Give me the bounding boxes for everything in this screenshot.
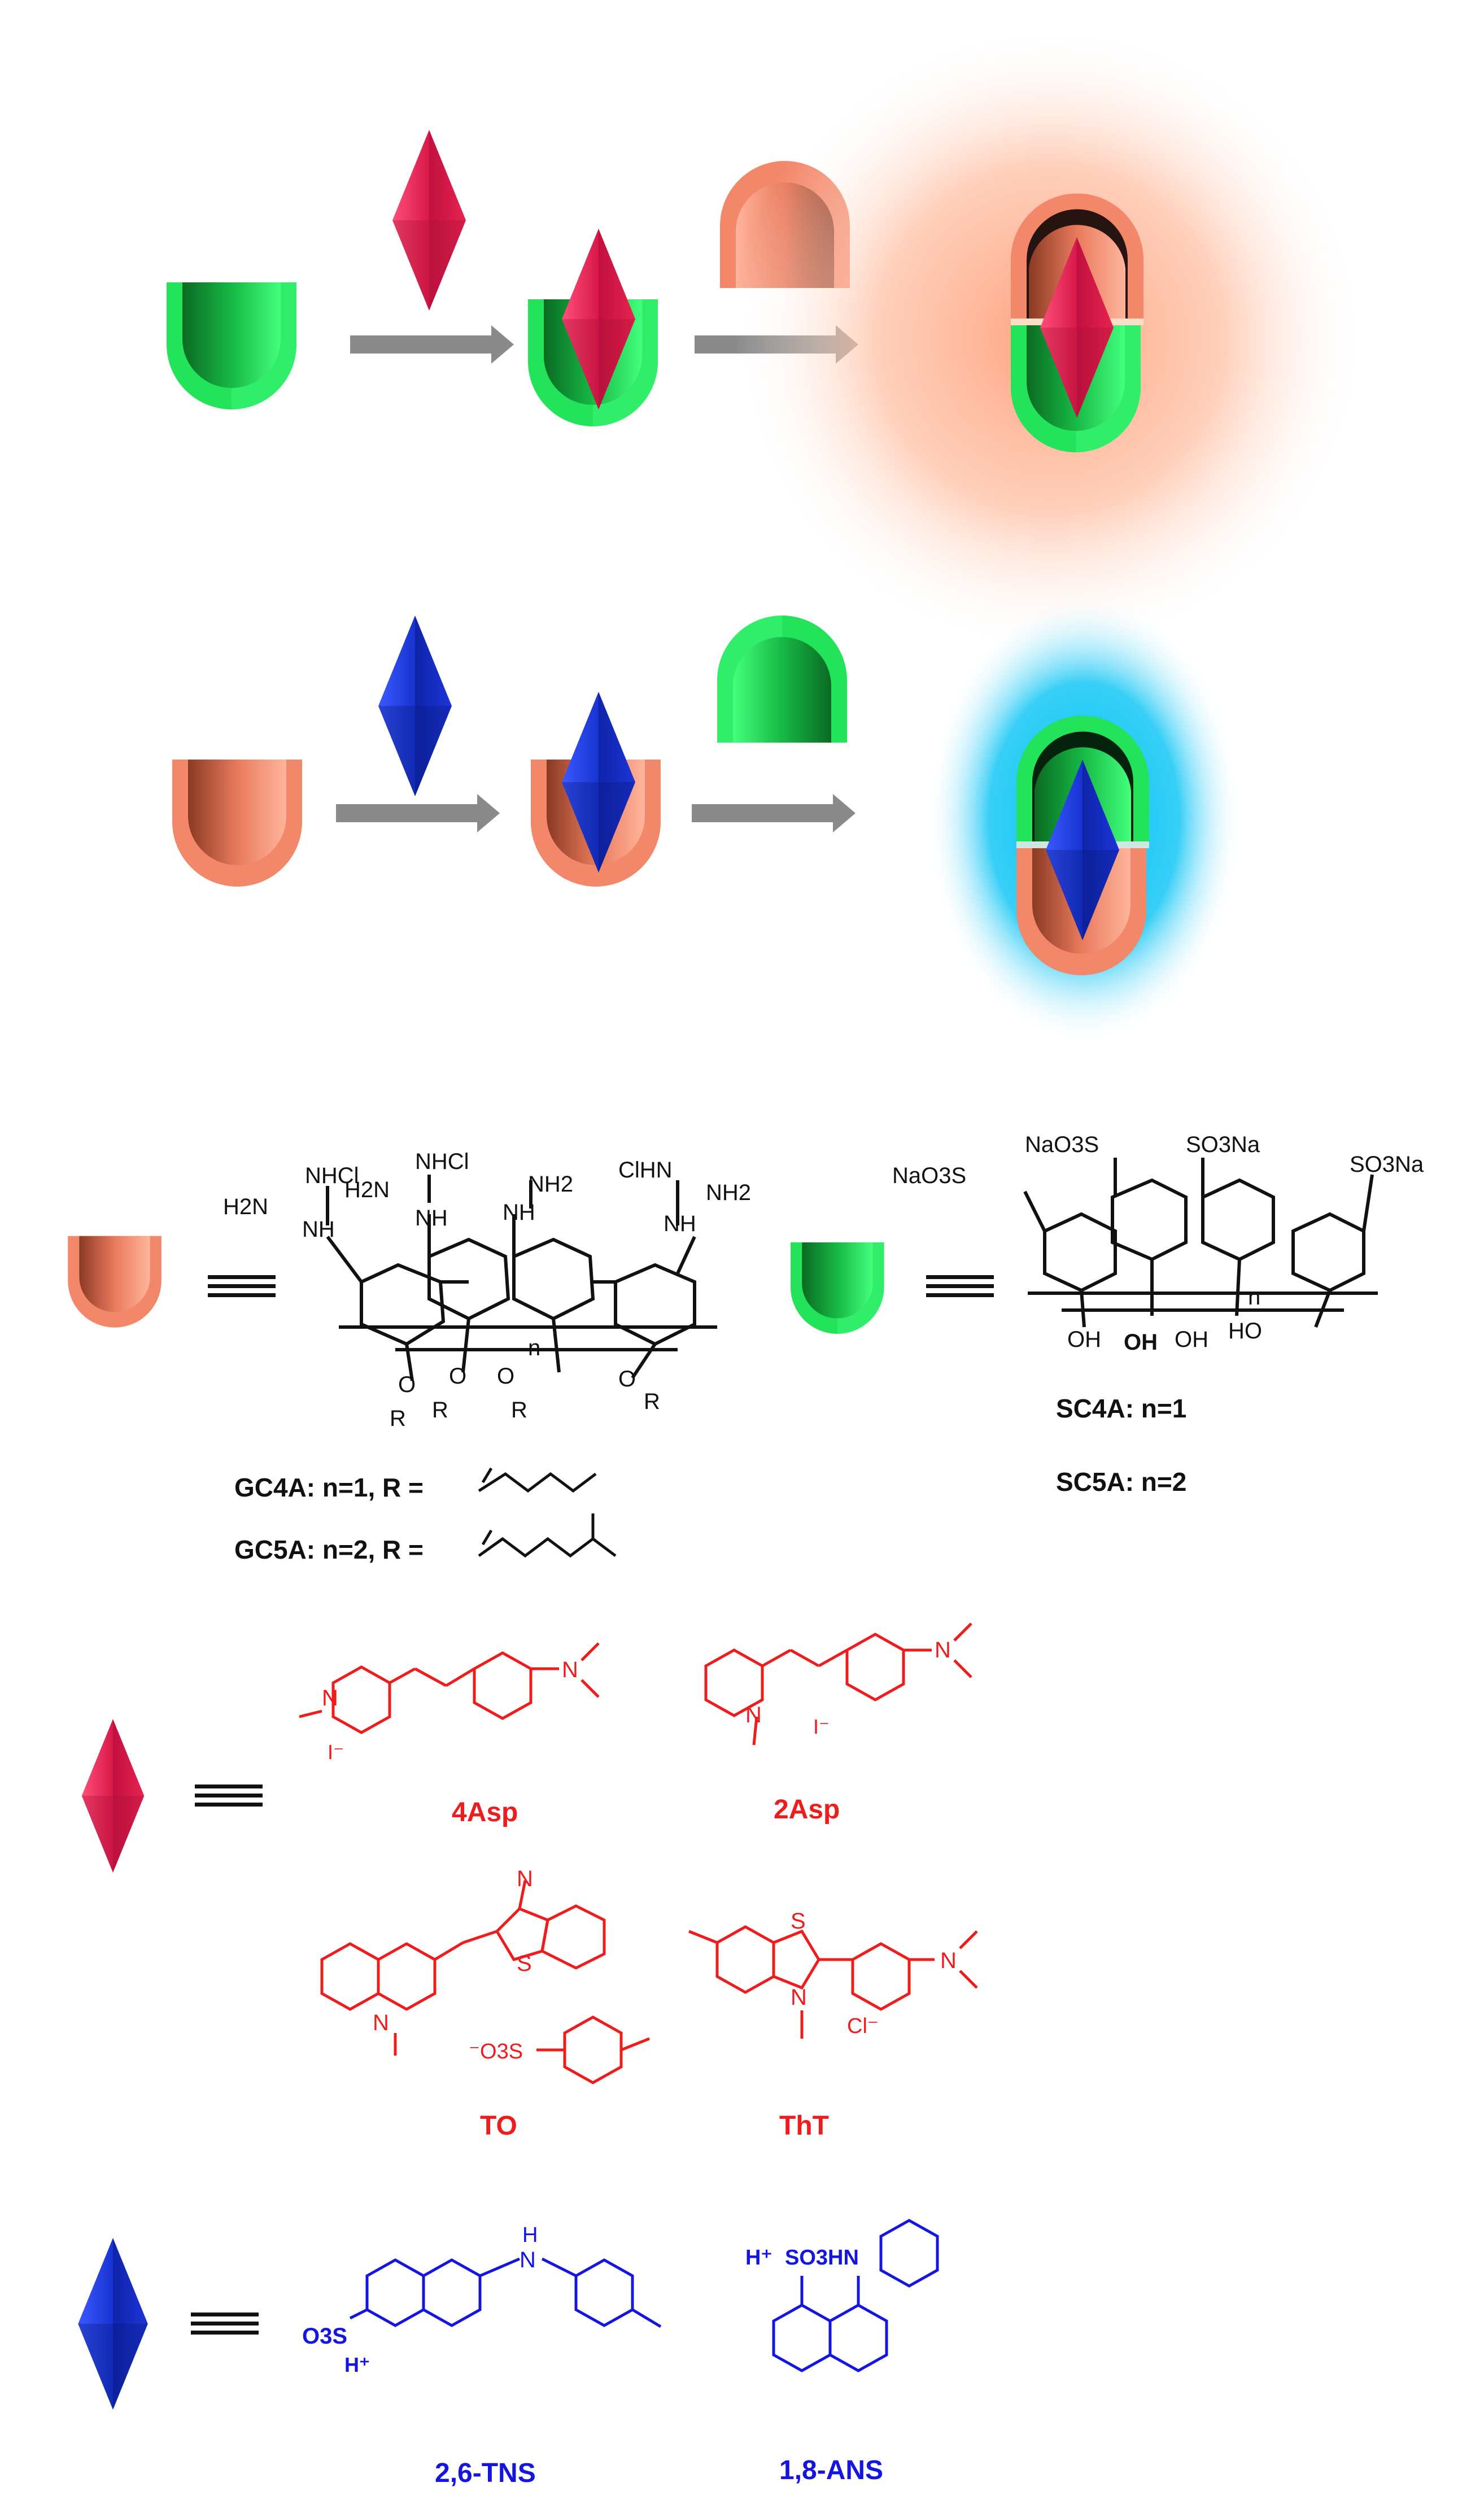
arrow-icon — [336, 794, 500, 832]
atom-label: H⁺ — [745, 2246, 772, 2270]
4asp-label: 4Asp — [452, 1797, 518, 1827]
substituent-label: H2N — [344, 1177, 390, 1202]
substituent-label: NH2 — [706, 1180, 751, 1205]
atom-label: N — [520, 2248, 536, 2272]
gc4a-label: GC4A: n=1, R = — [234, 1473, 424, 1502]
atom-label: Cl⁻ — [847, 2014, 879, 2038]
substituent-label: OH — [1067, 1327, 1101, 1352]
atom-label: N — [517, 1866, 533, 1891]
equivalence-icon — [195, 1785, 263, 1807]
blue-guest-legend: H N O3S H⁺ 2,6-TNS H⁺ SO3HN 1,8-ANS — [78, 2219, 939, 2488]
to-structure — [320, 1880, 650, 2084]
substituent-label: NaO3S — [1025, 1132, 1099, 1157]
red-diamond-icon — [392, 130, 466, 311]
r-group-isopentyl — [478, 1513, 617, 1558]
red-diamond-icon — [81, 1719, 145, 1873]
atom-label: I⁻ — [813, 1715, 830, 1738]
capsule-complex-1 — [1011, 193, 1143, 452]
18ans-label: 1,8-ANS — [779, 2455, 883, 2485]
capsule-complex-2 — [1016, 715, 1149, 975]
atom-label: O3S — [302, 2324, 347, 2349]
substituent-label: SO3Na — [1350, 1152, 1424, 1177]
26tns-label: 2,6-TNS — [435, 2458, 536, 2488]
atom-label: H⁺ — [344, 2353, 370, 2376]
substituent-label: NH — [664, 1211, 696, 1236]
atom-label: S — [517, 1951, 532, 1976]
atom-label: H — [522, 2223, 538, 2247]
red-guest-legend: N N I⁻ 4Asp N N I⁻ 2Asp — [81, 1622, 978, 2141]
row-1-scheme — [167, 23, 1367, 655]
r-group-butyl — [478, 1467, 597, 1493]
substituent-label: NH — [302, 1217, 335, 1242]
substituent-label: n — [1248, 1285, 1260, 1310]
substituent-label: NH — [503, 1200, 535, 1225]
atom-label: ⁻O3S — [469, 2040, 523, 2063]
sc4a-label: SC4A: n=1 — [1056, 1394, 1186, 1423]
equivalence-icon — [208, 1275, 276, 1297]
to-label: TO — [480, 2111, 517, 2141]
substituent-label: R — [432, 1398, 448, 1423]
18ans-structure — [772, 2219, 939, 2372]
green-cup-icon — [167, 282, 296, 409]
substituent-label: O — [449, 1364, 466, 1389]
tht-structure — [688, 1925, 978, 2039]
arrow-icon — [350, 325, 514, 364]
gc-structure — [326, 1175, 717, 1381]
substituent-label: R — [390, 1406, 406, 1431]
4asp-structure — [299, 1642, 600, 1734]
2asp-label: 2Asp — [774, 1795, 840, 1825]
substituent-label: H2N — [223, 1194, 268, 1219]
orange-cup-icon — [68, 1236, 162, 1328]
row-2-scheme — [172, 593, 1242, 1045]
substituent-label: O — [398, 1372, 416, 1397]
substituent-label: NH2 — [528, 1172, 573, 1197]
substituent-label: OH — [1175, 1327, 1208, 1352]
sc-host-legend: NaO3S NaO3S SO3Na SO3Na OH OH OH HO n SC… — [791, 1132, 1424, 1496]
sc5a-label: SC5A: n=2 — [1056, 1467, 1186, 1496]
substituent-label: O — [618, 1367, 636, 1391]
tht-label: ThT — [779, 2111, 829, 2141]
substituent-label: O — [497, 1364, 514, 1389]
green-cup-icon — [791, 1242, 884, 1334]
2asp-structure — [704, 1622, 972, 1746]
equivalence-icon — [191, 2313, 259, 2335]
atom-label: S — [791, 1909, 806, 1934]
arrow-icon — [692, 794, 856, 832]
equivalence-icon — [926, 1275, 994, 1297]
atom-label: I⁻ — [328, 1740, 344, 1764]
substituent-label: NH — [415, 1206, 448, 1231]
substituent-label: NaO3S — [892, 1163, 966, 1188]
gc-host-legend: NHCl H2N NH H2N NHCl NH2 NH NH ClHN NH2 … — [68, 1149, 751, 1564]
atom-label: N — [791, 1985, 807, 2010]
substituent-label: R — [644, 1389, 660, 1414]
substituent-label: OH — [1124, 1330, 1158, 1355]
atom-label: SO3HN — [785, 2246, 859, 2270]
sc-structure — [1023, 1158, 1378, 1328]
substituent-label: n — [528, 1336, 540, 1360]
substituent-label: ClHN — [618, 1158, 673, 1183]
blue-diamond-icon — [378, 616, 452, 796]
blue-diamond-icon — [78, 2238, 148, 2410]
atom-label: N — [322, 1686, 338, 1711]
substituent-label: HO — [1228, 1319, 1262, 1343]
atom-label: N — [373, 2010, 389, 2035]
substituent-label: NHCl — [305, 1163, 359, 1188]
26tns-structure — [349, 2257, 662, 2328]
atom-label: N — [935, 1638, 951, 1663]
atom-label: N — [940, 1948, 957, 1973]
atom-label: N — [562, 1657, 578, 1682]
substituent-label: R — [511, 1398, 527, 1423]
substituent-label: SO3Na — [1186, 1132, 1260, 1157]
orange-cup-icon — [172, 760, 302, 887]
atom-label: N — [745, 1703, 762, 1727]
substituent-label: NHCl — [415, 1149, 469, 1174]
gc5a-label: GC5A: n=2, R = — [234, 1535, 424, 1564]
green-cup-icon — [717, 616, 847, 743]
